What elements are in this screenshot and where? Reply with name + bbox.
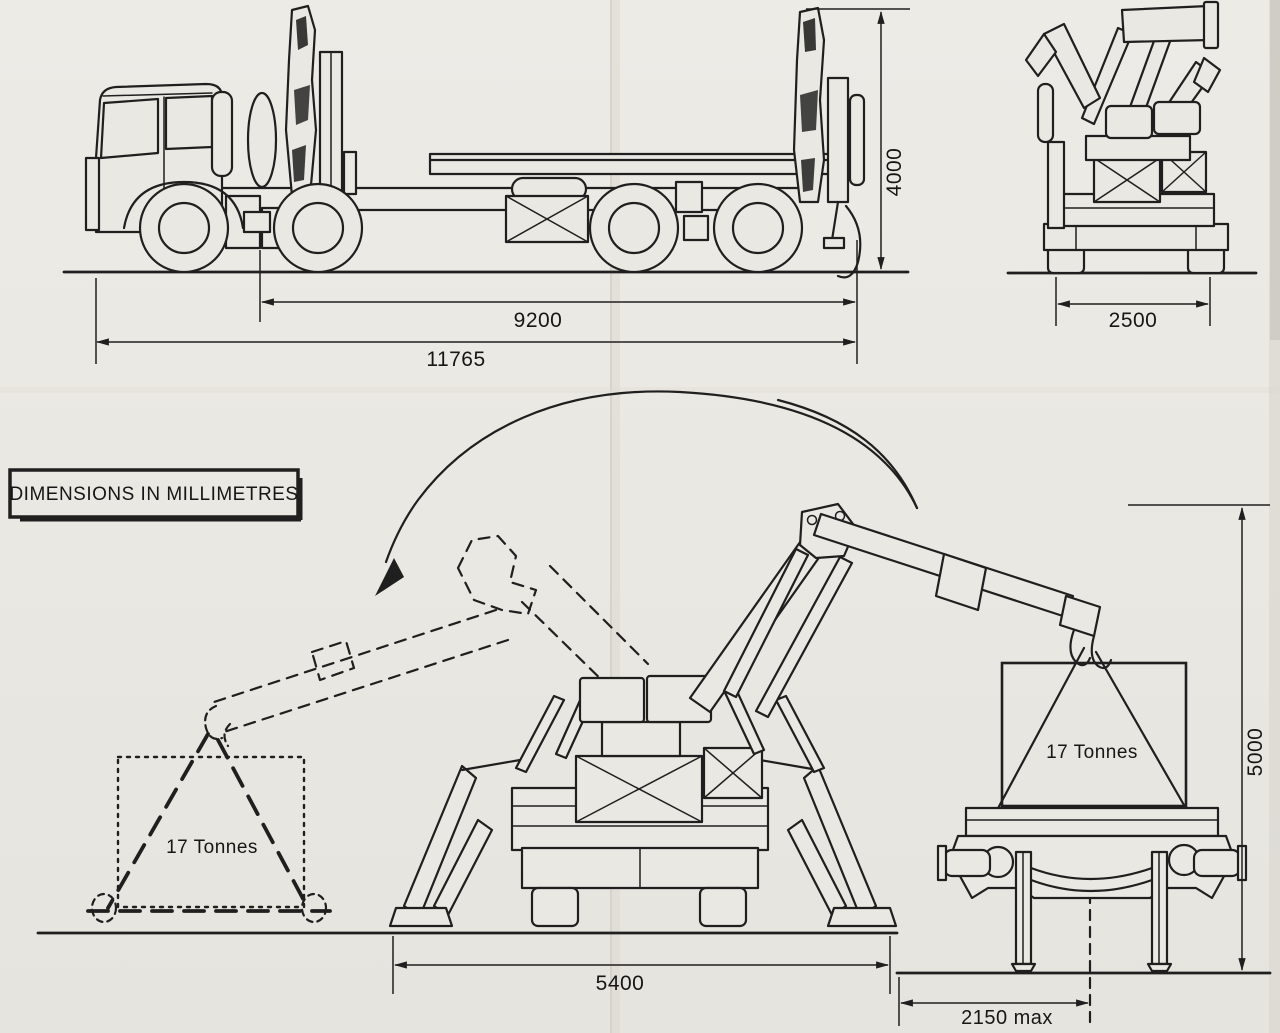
working-truck-body [510,674,826,928]
rear-hook [836,204,862,279]
crane-boom [688,502,1113,719]
luffing-cylinder [722,547,810,699]
exhaust-stack [210,90,234,178]
working-view-dimension: 5400 [392,936,891,995]
front-bumper [84,156,101,232]
dashed-load-left: 17 Tonnes [86,732,332,924]
dashed-alternate-boom [204,534,650,748]
outriggers [388,758,898,928]
boom-over-cab [1120,4,1212,44]
truck-side-view: 9200 11765 4000 [62,4,910,371]
door-window [164,94,214,151]
dim-outrigger-spread: 5400 [596,972,645,995]
lift-view-dimensions: 5000 2150 max [898,504,1270,1029]
toolbox-crossed [504,194,590,244]
dim-rail-track: 2150 max [961,1007,1053,1029]
working-crossed-box [574,746,764,824]
dim-overall-height: 4000 [883,148,906,197]
front-fender [122,180,245,230]
note-box: DIMENSIONS IN MILLIMETRES [8,468,303,522]
dim-lift-height: 5000 [1244,728,1267,777]
crane-working-view: 17 Tonnes [36,502,1113,995]
front-crane-folded [210,4,358,198]
rear-crane-folded [792,6,866,279]
side-view-dimensions: 9200 11765 4000 [95,8,910,371]
lifted-load [1000,661,1188,808]
sling-left [994,646,1086,814]
dim-overall-width: 2500 [1109,309,1158,332]
truck-cab [84,82,272,234]
load-label-right: 17 Tonnes [1046,742,1138,763]
dim-body-length: 9200 [514,309,563,332]
note-text: DIMENSIONS IN MILLIMETRES [9,484,298,505]
boom-sleeve [934,552,988,612]
sling-right [1094,650,1190,814]
truck-rear-view: 2500 [1006,0,1258,332]
lift-view: 17 Tonnes 5000 [895,504,1272,1030]
arc-arrowhead [375,558,404,596]
load-label-left: 17 Tonnes [166,837,258,858]
windshield [99,97,160,160]
folded-crane-rear-view [1024,0,1222,140]
scan-edge [1269,0,1280,1033]
rear-view-dimension: 2500 [1055,277,1211,332]
rail-wagon [936,806,1248,973]
slew-arc-arrow [375,390,919,596]
dim-overall-length: 11765 [426,348,485,371]
side-view-wheels [138,182,804,274]
